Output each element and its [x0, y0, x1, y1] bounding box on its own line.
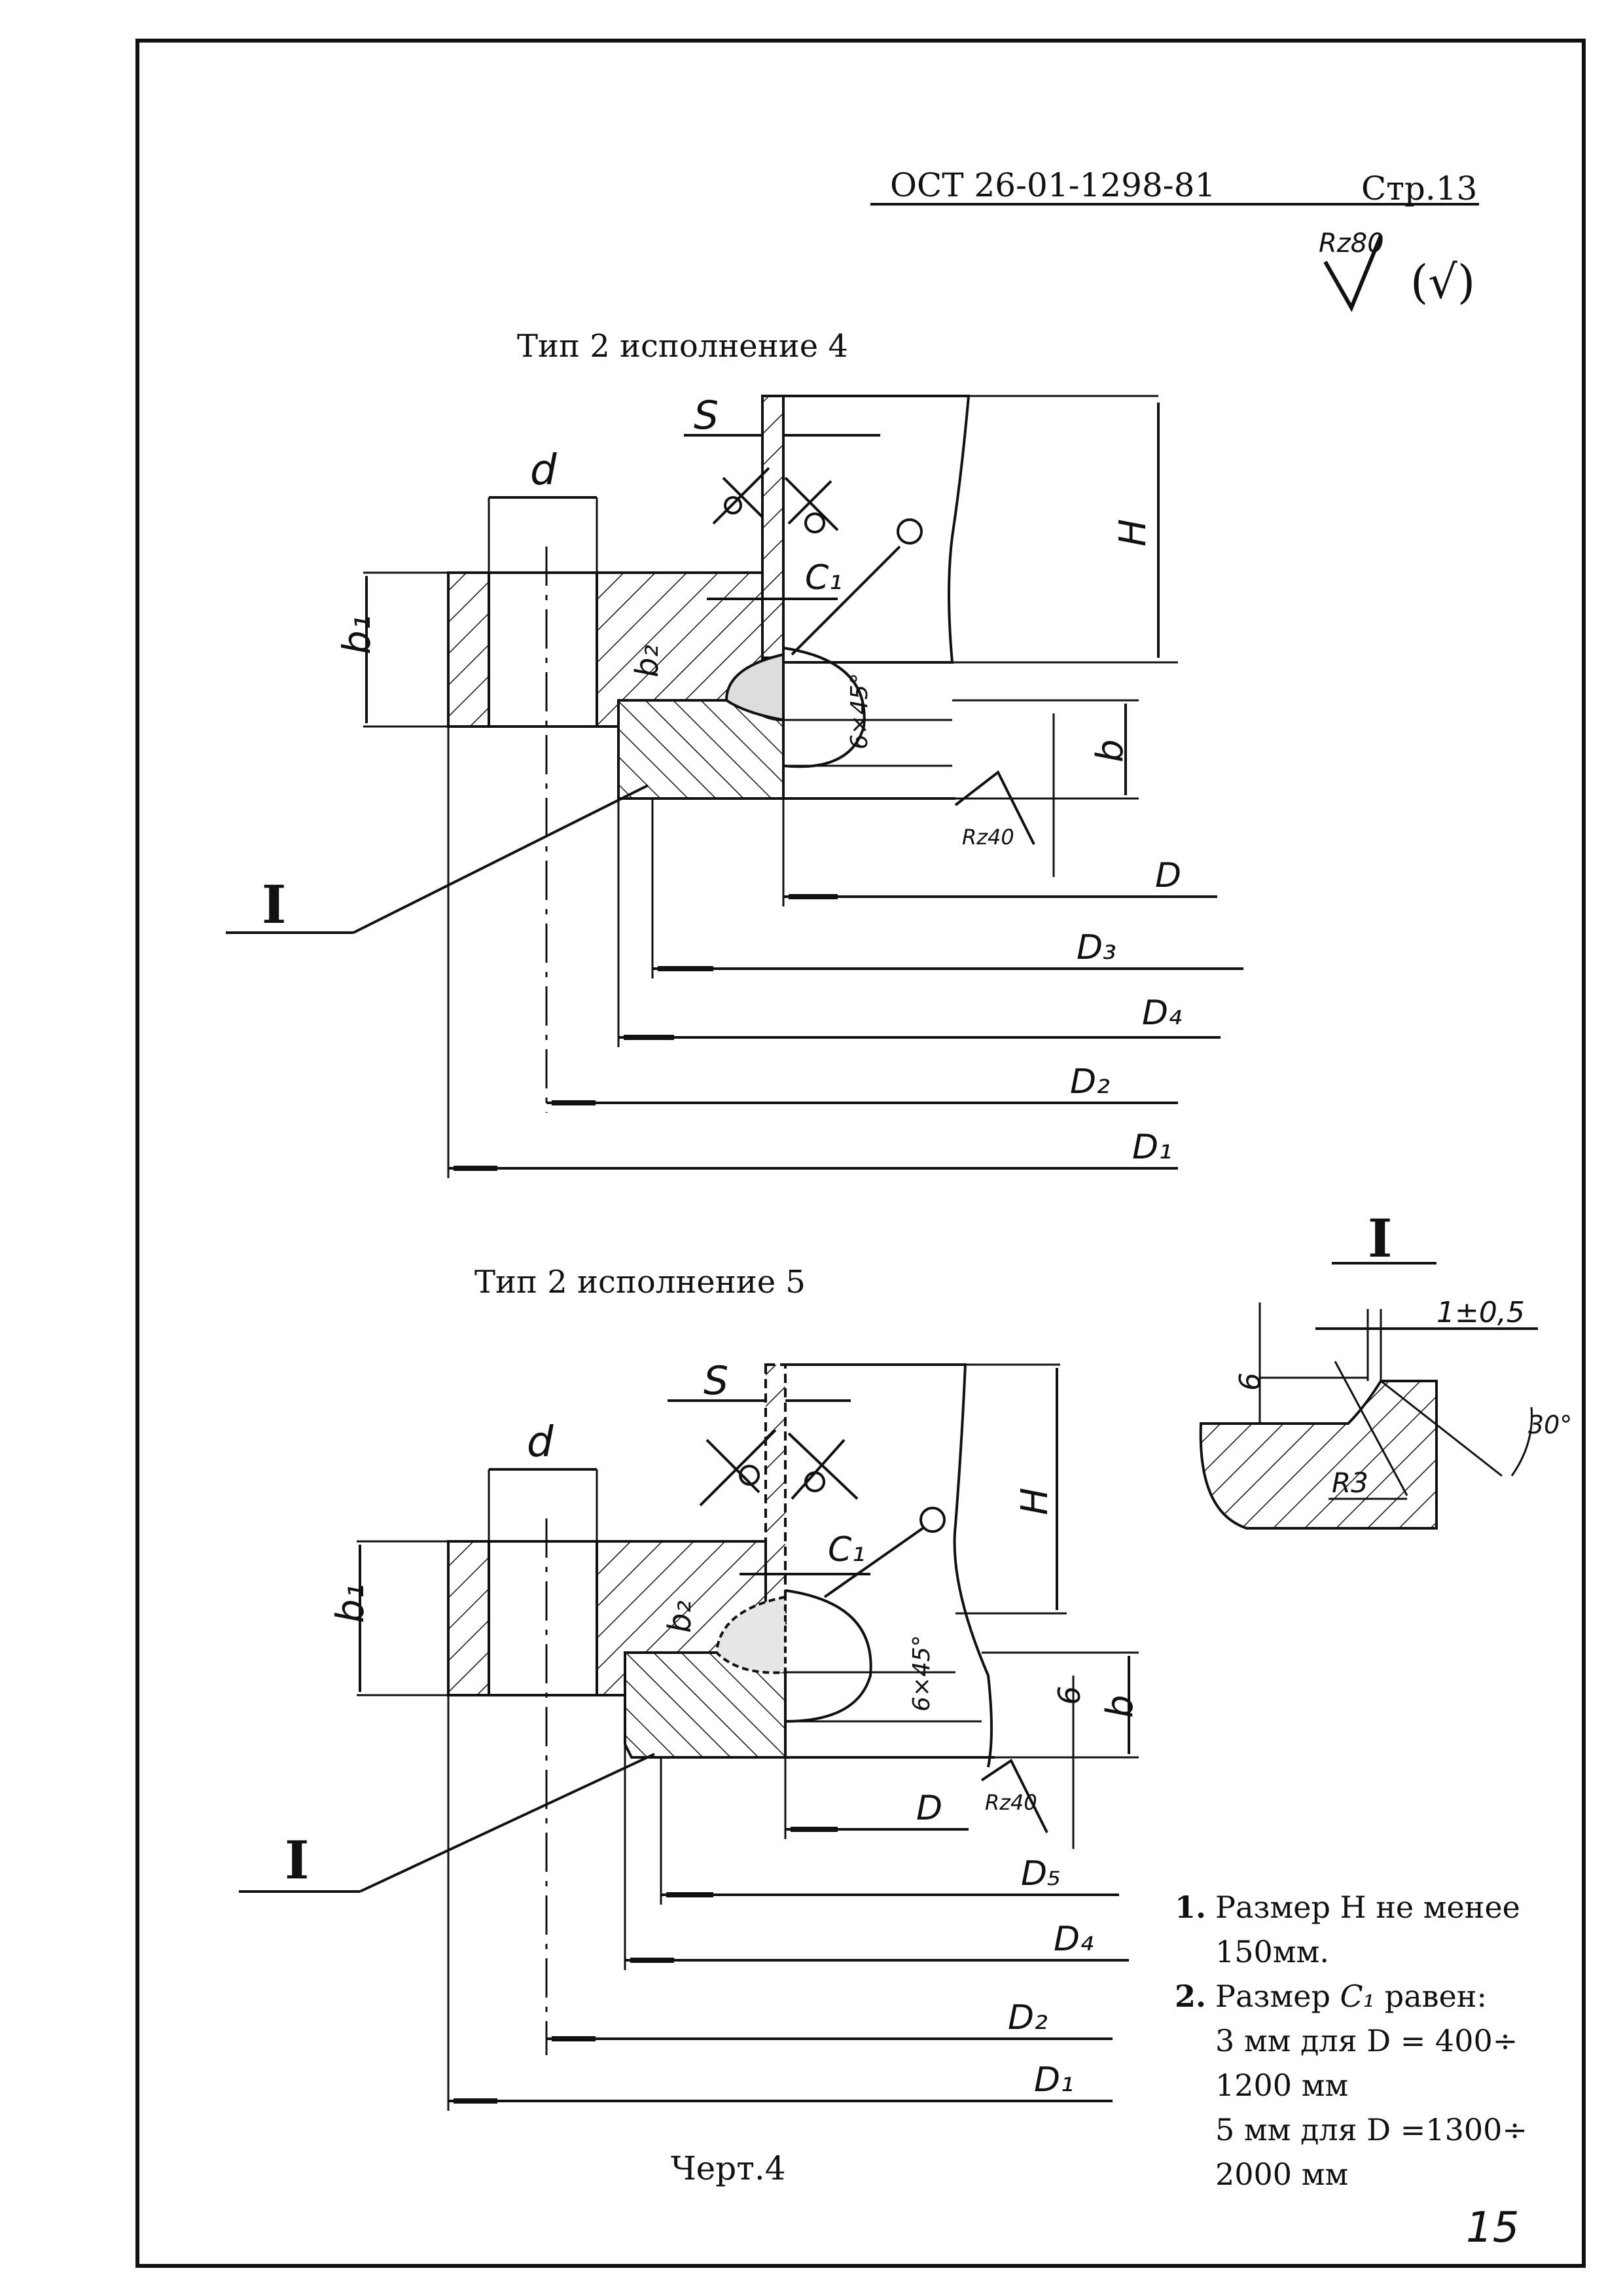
label-rz40: Rz40 — [962, 825, 1014, 850]
view-bottom: Тип 2 исполнение 5 H S b₁ d b₂ C₁ — [239, 1264, 1141, 2111]
label-tolerance: 1±0,5 — [1436, 1296, 1525, 1329]
roughness-paren: (√) — [1410, 255, 1475, 309]
weld-symbol-right — [784, 476, 839, 533]
weld-symbol-left-b — [699, 1429, 777, 1507]
detail-leader-b — [359, 1753, 655, 1893]
weld-all-around-icon — [897, 518, 923, 545]
note-2-prefix: Размер — [1215, 1979, 1340, 2014]
label-b-b: b — [1099, 1695, 1141, 1718]
weld-bevel-arc — [783, 647, 866, 768]
label-C1-b: C₁ — [828, 1530, 865, 1570]
shell-wall-b — [764, 1363, 787, 1624]
label-b1: b₁ — [334, 615, 379, 655]
weld-bead — [724, 653, 785, 722]
sheet-frame — [135, 39, 1586, 2268]
label-detail-6: 6 — [1234, 1372, 1267, 1391]
note-2-line-3: 5 мм для D =1300÷ — [1215, 2112, 1527, 2147]
label-D: D — [1155, 856, 1181, 895]
label-6-b: 6 — [1052, 1686, 1087, 1705]
label-D2-b: D₂ — [1008, 1998, 1048, 2037]
weld-bead-b — [715, 1595, 787, 1674]
view-top-title: Тип 2 исполнение 4 — [517, 328, 848, 365]
rz40-mark-b — [980, 1759, 1048, 1833]
label-D1-b: D₁ — [1034, 2060, 1074, 2100]
label-b2: b₂ — [629, 645, 666, 677]
note-1-number: 1. — [1174, 1890, 1206, 1925]
label-C1: C₁ — [805, 558, 842, 598]
label-d-b: d — [527, 1418, 554, 1467]
label-R3: R3 — [1332, 1467, 1368, 1499]
note-1-cont: 150мм. — [1215, 1934, 1329, 1969]
diameter-dims-bottom: D D₅ D₄ D₂ D₁ — [447, 1695, 1129, 2111]
label-D4: D₄ — [1142, 994, 1182, 1033]
view-top: Тип 2 исполнение 4 H S b₁ d b₂ — [226, 328, 1243, 1178]
note-2-line-2: 1200 мм — [1215, 2068, 1349, 2103]
weld-bevel-arc-b — [785, 1589, 872, 1723]
detail-I: I 1±0,5 6 30° R3 — [1199, 1208, 1572, 1530]
label-weld-6x45-b: 6×45° — [908, 1635, 935, 1712]
detail-ref-label: I — [262, 874, 286, 935]
diameter-dims-top: D D₃ D₄ D₂ D₁ — [447, 726, 1243, 1178]
label-D5: D₅ — [1021, 1854, 1061, 1893]
rz40-mark — [954, 770, 1035, 845]
view-bottom-title: Тип 2 исполнение 5 — [474, 1264, 806, 1300]
label-angle-30: 30° — [1528, 1410, 1572, 1439]
bolt-hole-b — [488, 1540, 598, 1696]
note-2-suffix: равен: — [1375, 1979, 1487, 2014]
label-H-b: H — [1014, 1488, 1056, 1515]
label-D-b: D — [916, 1789, 942, 1828]
roughness-mark: Rz80 (√) — [1319, 228, 1475, 312]
flange-outer-ring-b — [447, 1540, 490, 1696]
detail-title: I — [1368, 1208, 1392, 1269]
page-label: Стр.13 — [1361, 170, 1477, 207]
label-rz40-b: Rz40 — [985, 1790, 1037, 1815]
label-b2-b: b₂ — [662, 1600, 698, 1633]
label-S: S — [694, 393, 719, 439]
label-d: d — [530, 446, 557, 495]
shell-outline — [783, 395, 971, 664]
note-2-text: Размер C₁ равен: — [1215, 1974, 1580, 2018]
weld-symbol-left — [712, 467, 770, 525]
label-D1: D₁ — [1132, 1128, 1172, 1167]
label-b1-b: b₁ — [328, 1584, 372, 1623]
shell-wall — [761, 395, 785, 659]
note-2-line-4: 2000 мм — [1215, 2157, 1349, 2192]
standard-designation: ОСТ 26-01-1298-81 — [890, 166, 1215, 204]
label-D3: D₃ — [1077, 928, 1116, 967]
notes-block: 1. Размер Н не менее 150мм. 2. Размер C₁… — [1149, 1885, 1580, 2197]
label-S-b: S — [704, 1358, 728, 1404]
detail-section — [1199, 1380, 1438, 1530]
drawing-number: Черт.4 — [671, 2149, 786, 2187]
flange-outer-ring — [447, 571, 490, 728]
weld-leader — [791, 545, 901, 656]
label-b: b — [1089, 739, 1132, 762]
weld-all-around-icon-b — [919, 1507, 946, 1533]
label-weld-6x45: 6×45° — [846, 673, 873, 749]
note-2-c1: C₁ — [1340, 1979, 1376, 2014]
weld-symbol-right-b — [787, 1432, 859, 1500]
label-D2: D₂ — [1070, 1062, 1110, 1102]
page-number: 15 — [1466, 2204, 1519, 2252]
shell-outline-b — [785, 1363, 993, 1768]
note-1-text: Размер Н не менее — [1215, 1890, 1520, 1925]
note-2-number: 2. — [1174, 1979, 1206, 2014]
detail-ref-label-b: I — [285, 1829, 309, 1891]
roughness-check-icon — [1323, 234, 1383, 312]
weld-leader-b — [823, 1527, 924, 1598]
detail-leader — [353, 784, 649, 934]
label-H: H — [1112, 519, 1154, 547]
note-2-line-1: 3 мм для D = 400÷ — [1215, 2023, 1518, 2058]
bolt-hole — [488, 571, 598, 728]
label-D4-b: D₄ — [1054, 1920, 1094, 1959]
